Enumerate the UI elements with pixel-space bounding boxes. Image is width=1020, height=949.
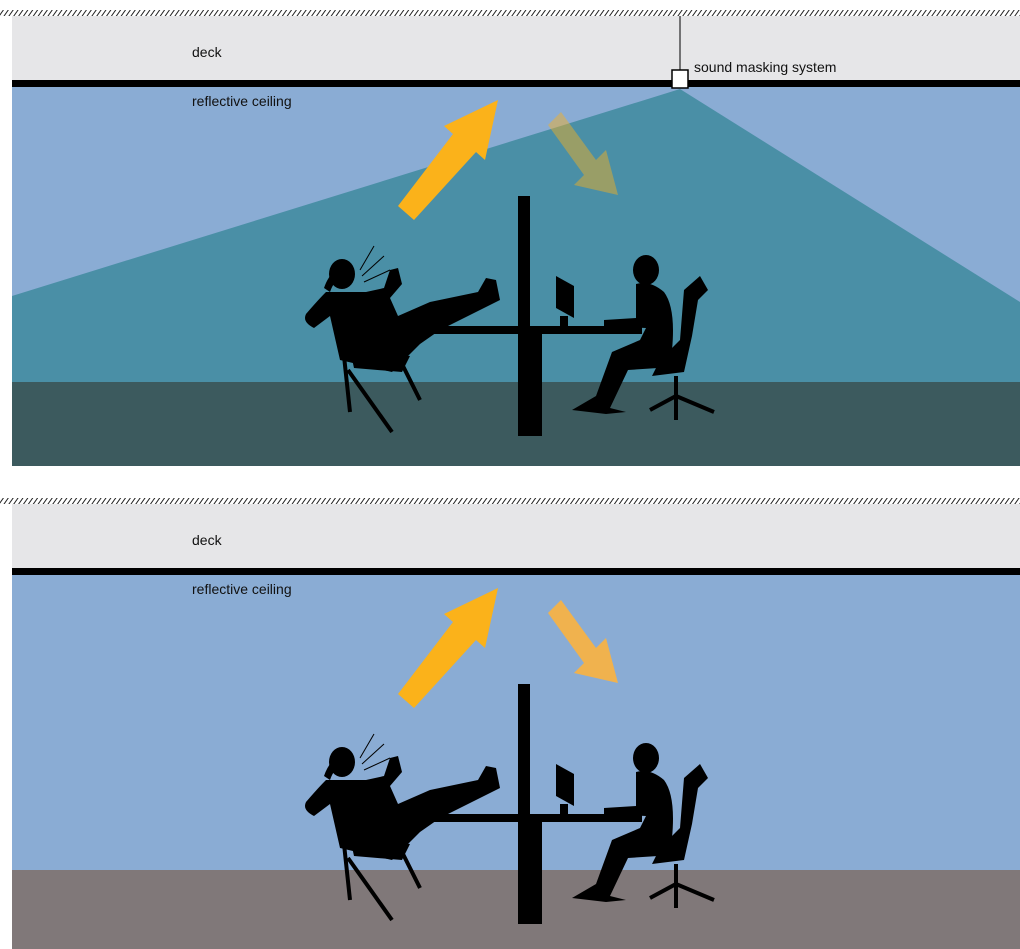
structure-hatch [0, 10, 1020, 16]
speaker-box-icon [672, 70, 688, 88]
panel-with-masking-diagram: deck reflective ceiling sound masking sy… [0, 0, 1020, 470]
ceiling-label: reflective ceiling [192, 581, 292, 597]
deck-area [12, 504, 1020, 568]
floor [12, 870, 1020, 949]
partition-icon [518, 684, 530, 924]
floor [12, 382, 1020, 466]
room-space [12, 574, 1020, 874]
structure-hatch [0, 498, 1020, 504]
panel-with-masking: deck reflective ceiling sound masking sy… [0, 0, 1020, 470]
ceiling-line [12, 80, 1020, 87]
panel-without-masking-diagram: deck reflective ceiling [0, 488, 1020, 949]
deck-label: deck [192, 532, 223, 548]
panel-without-masking: deck reflective ceiling [0, 488, 1020, 949]
ceiling-line [12, 568, 1020, 575]
device-label: sound masking system [694, 59, 836, 75]
ceiling-label: reflective ceiling [192, 93, 292, 109]
desk-icon [420, 326, 642, 334]
deck-label: deck [192, 44, 223, 60]
partition-icon [518, 196, 530, 436]
desk-icon [420, 814, 642, 822]
deck-area [12, 16, 1020, 80]
desk-leg-icon [530, 330, 542, 436]
desk-leg-icon [530, 818, 542, 924]
